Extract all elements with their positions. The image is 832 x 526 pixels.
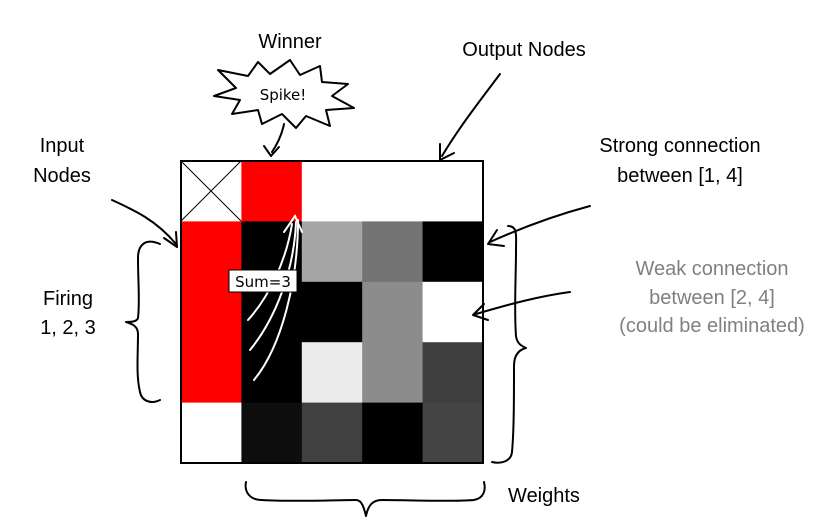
strong-connection-label-1: Strong connection	[599, 135, 760, 157]
spike-burst: Spike!	[213, 59, 355, 129]
weight-cell-3-3	[362, 342, 424, 404]
weight-cell-4-2	[301, 402, 363, 464]
weak-connection-label-3: (could be eliminated)	[619, 315, 805, 337]
weight-cell-4-1	[241, 402, 303, 464]
weight-cell-2-4	[422, 281, 484, 343]
strong-connection-arrow	[487, 205, 591, 247]
weights-bottom-brace	[244, 481, 486, 517]
weak-connection-label-2: between [2, 4]	[649, 287, 775, 309]
weight-cell-2-2	[301, 281, 363, 343]
weight-cell-1-3	[362, 221, 424, 283]
firing-label-2: 1, 2, 3	[40, 317, 96, 339]
sum-label: Sum=3	[235, 273, 291, 291]
sum-box: Sum=3	[228, 269, 298, 293]
output-node-cell-2	[301, 161, 363, 222]
output-node-cell-1	[241, 161, 303, 222]
spike-label: Spike!	[260, 86, 307, 104]
input-nodes-arrow	[111, 199, 178, 248]
corner-cell-cross	[180, 160, 242, 222]
weight-cell-1-2	[301, 221, 363, 283]
output-nodes-label: Output Nodes	[462, 39, 585, 61]
winner-arrow	[263, 123, 285, 157]
firing-label-1: Firing	[43, 288, 93, 310]
winner-label: Winner	[258, 31, 322, 53]
weight-cell-4-3	[362, 402, 424, 464]
weak-connection-arrow	[472, 291, 571, 321]
weight-grid	[181, 161, 484, 464]
input-nodes-label-1: Input	[40, 135, 85, 157]
output-nodes-arrow	[439, 73, 501, 161]
weights-label: Weights	[508, 485, 580, 507]
output-node-cell-3	[362, 161, 424, 222]
firing-brace	[125, 240, 161, 403]
input-node-cell-4	[181, 402, 242, 464]
weights-right-brace	[491, 225, 527, 464]
strong-connection-label-2: between [1, 4]	[617, 165, 743, 187]
output-node-cell-4	[422, 161, 484, 222]
input-node-cell-3	[181, 342, 242, 404]
weak-connection-label-1: Weak connection	[635, 258, 788, 280]
weight-cell-3-2	[301, 342, 363, 404]
input-nodes-label-2: Nodes	[33, 165, 91, 187]
weight-cell-4-4	[422, 402, 484, 464]
weight-cell-1-4	[422, 221, 484, 283]
weight-cell-3-4	[422, 342, 484, 404]
weight-cell-2-3	[362, 281, 424, 343]
